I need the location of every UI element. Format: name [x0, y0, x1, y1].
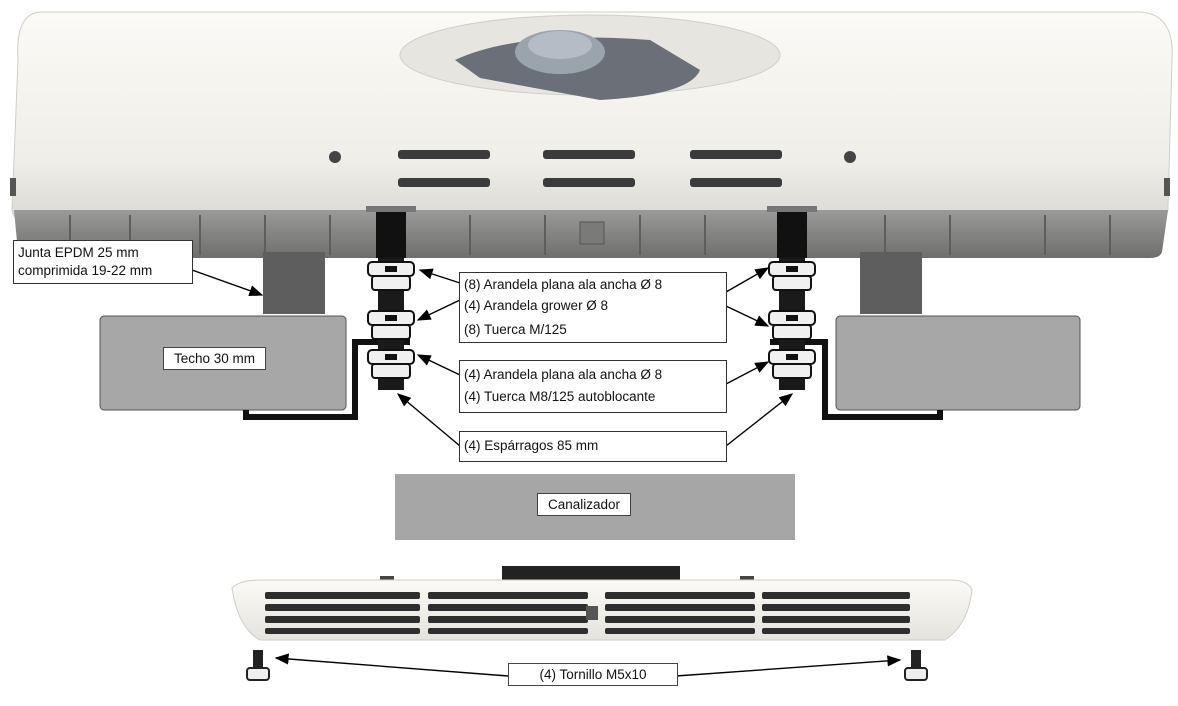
roof-label: Techo 30 mm — [163, 347, 267, 370]
screws-label: (4) Tornillo M5x10 — [508, 663, 678, 686]
studs-label: (4) Espárragos 85 mm — [459, 431, 727, 462]
lower-fastener-line-1: (4) Arandela plana ala ancha Ø 8 — [464, 367, 663, 382]
lower-fastener-label: (4) Arandela plana ala ancha Ø 8 (4) Tue… — [459, 360, 727, 413]
gasket-right — [860, 252, 922, 314]
lower-fastener-line-2: (4) Tuerca M8/125 autoblocante — [464, 389, 656, 404]
upper-fastener-line-1: (8) Arandela plana ala ancha Ø 8 — [464, 277, 663, 292]
upper-fastener-line-2: (4) Arandela grower Ø 8 — [464, 298, 609, 313]
fastener-stack-right — [767, 206, 817, 390]
fastener-stack-left — [366, 206, 416, 390]
studs-label-text: (4) Espárragos 85 mm — [464, 438, 599, 453]
upper-fastener-line-3: (8) Tuerca M/125 — [464, 322, 567, 337]
interior-grille — [231, 566, 973, 641]
gasket-label-line-1: Junta EPDM 25 mm — [18, 245, 139, 260]
screw-left — [246, 650, 270, 681]
leader-arrows — [191, 267, 902, 677]
ac-unit — [10, 11, 1173, 258]
gasket-left — [263, 252, 325, 314]
roof-panel-right — [835, 315, 1081, 411]
gasket-label: Junta EPDM 25 mm comprimida 19-22 mm — [13, 240, 193, 284]
screw-right — [904, 650, 928, 681]
duct-label: Canalizador — [537, 493, 632, 516]
upper-fastener-label: (8) Arandela plana ala ancha Ø 8 (4) Ara… — [459, 272, 727, 343]
gasket-label-line-2: comprimida 19-22 mm — [18, 263, 153, 278]
